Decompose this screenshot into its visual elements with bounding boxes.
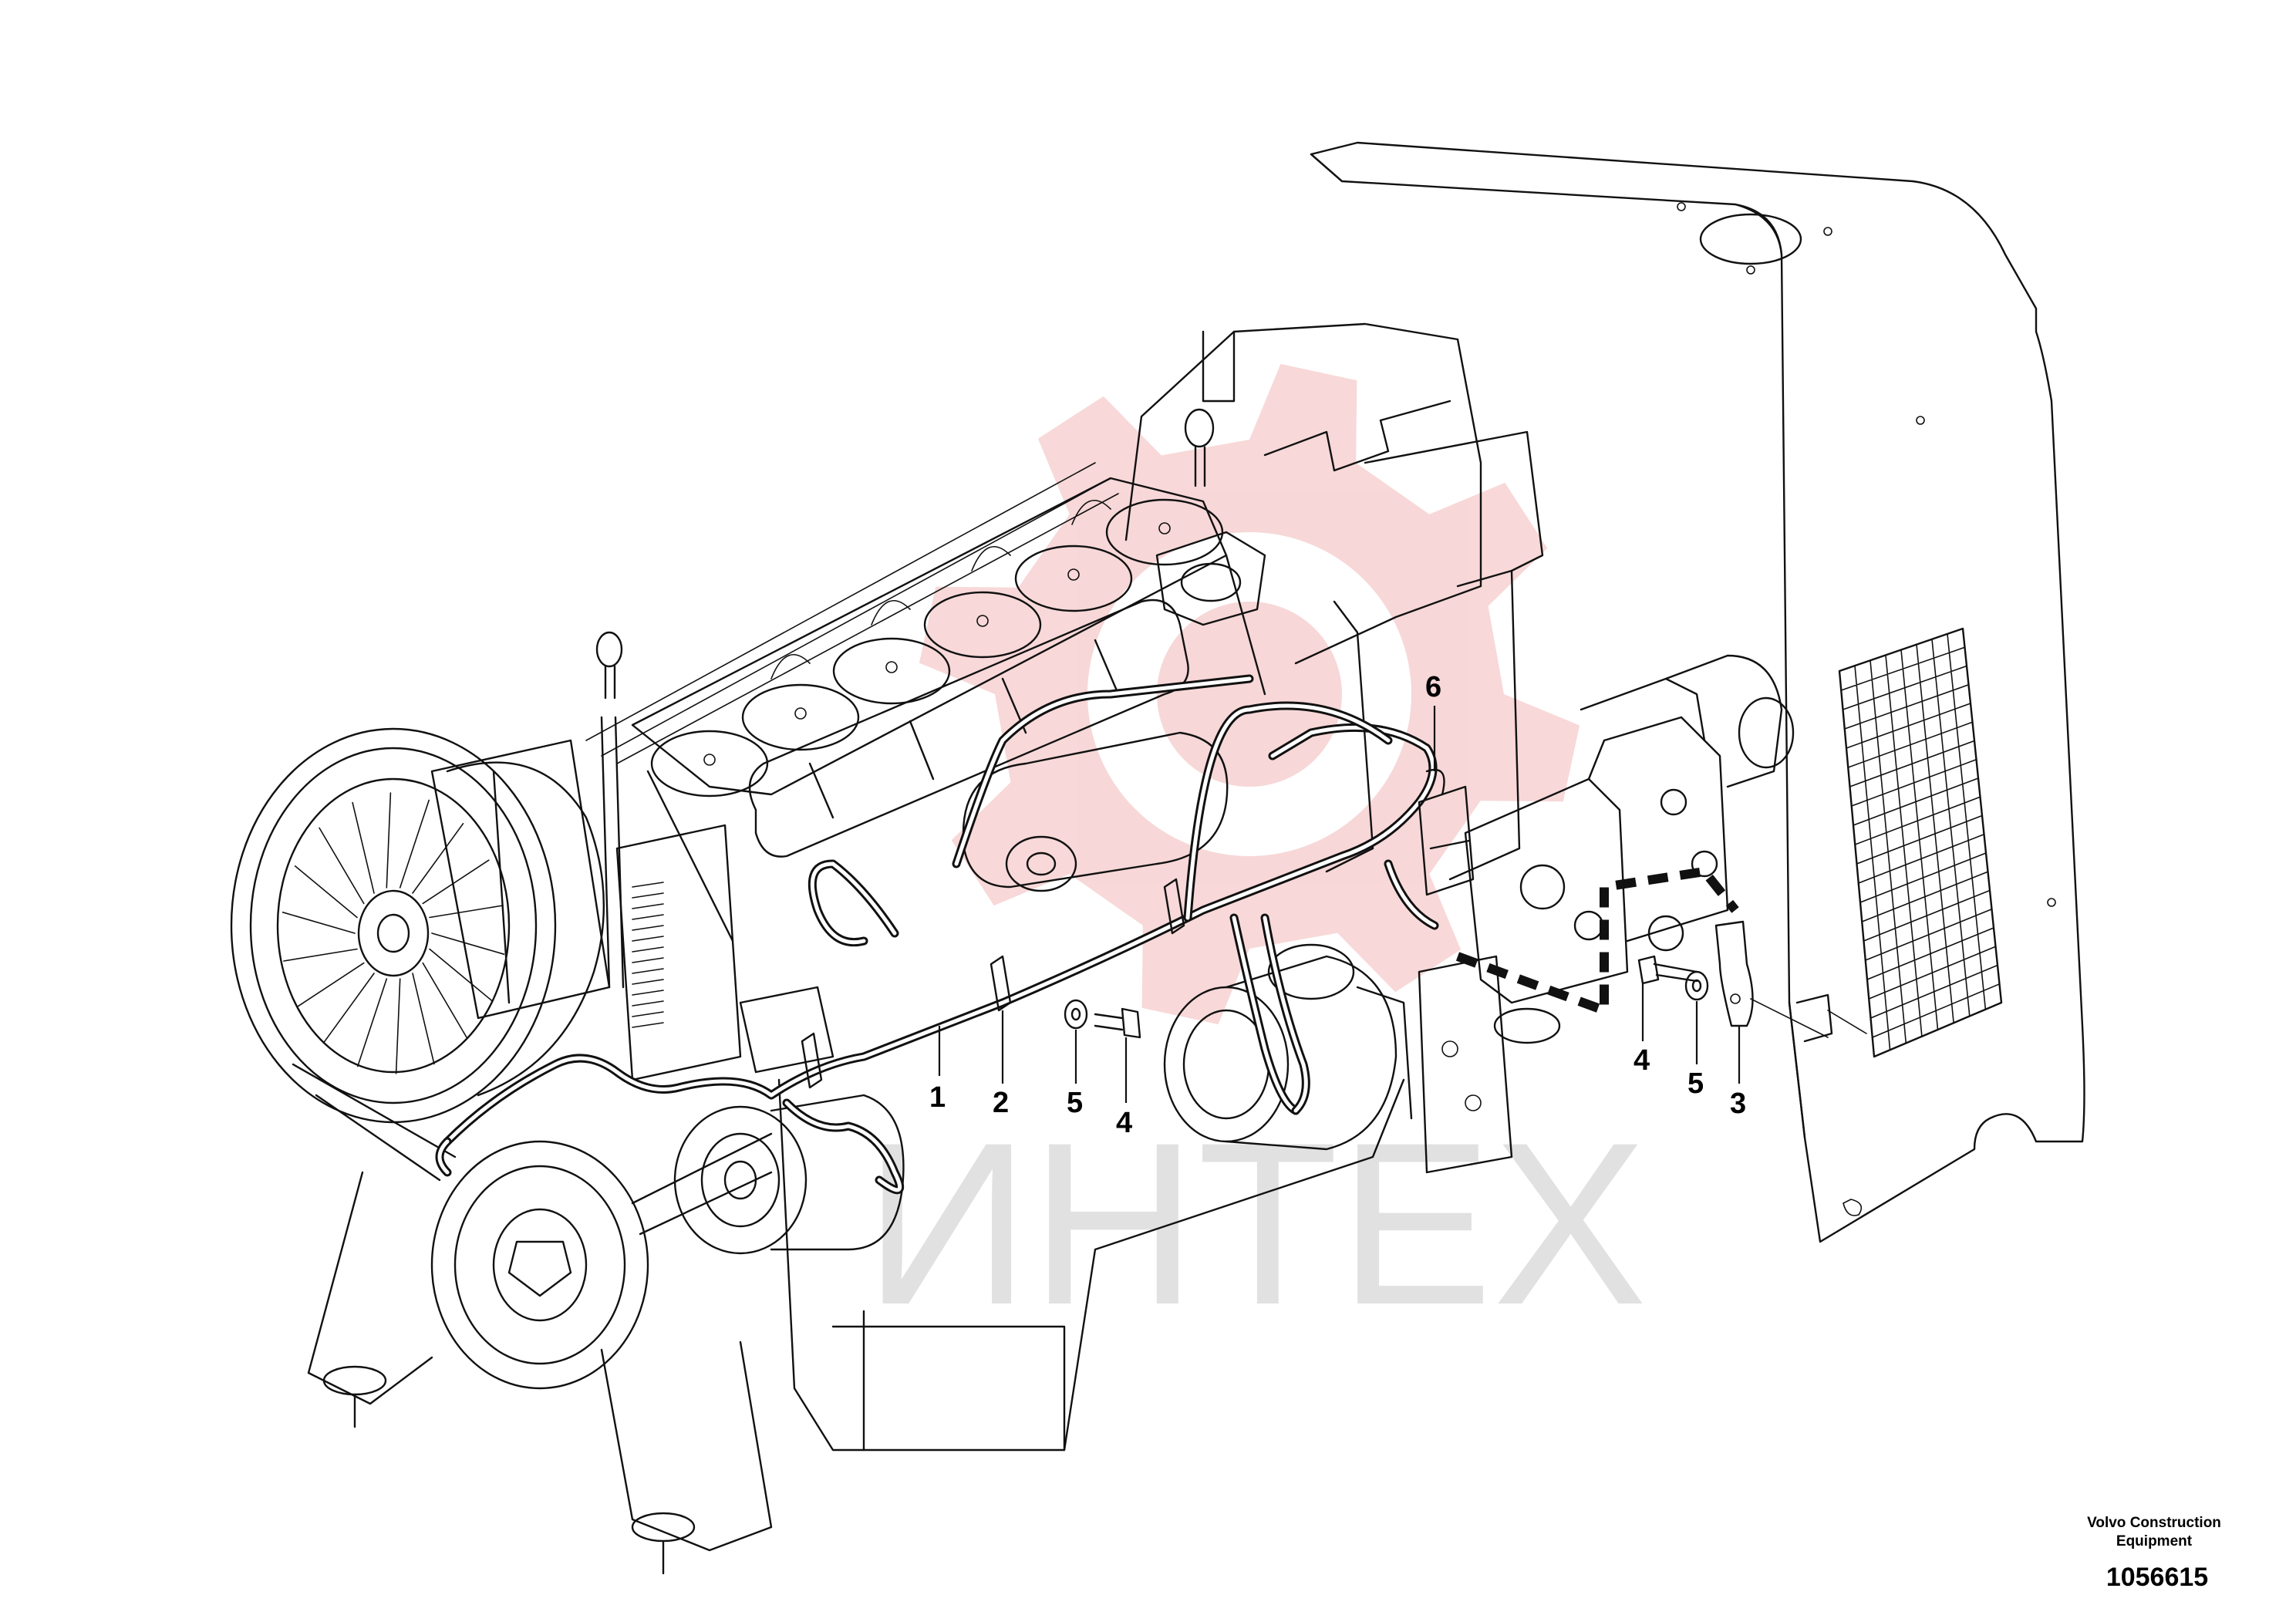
hood-opening bbox=[1699, 213, 1802, 265]
cylinder-cap bbox=[832, 637, 951, 705]
cylinder-cap bbox=[650, 730, 769, 798]
cylinder-cap-bolt bbox=[976, 615, 989, 627]
cylinder-cap bbox=[1014, 545, 1133, 612]
cable-clamp-mid bbox=[1163, 878, 1185, 935]
fan-blade bbox=[429, 905, 504, 919]
callout-leaders bbox=[938, 706, 1741, 1103]
company-line-1: Volvo Construction bbox=[2087, 1515, 2221, 1531]
engine-hood bbox=[1310, 141, 2085, 1243]
fan-blade bbox=[395, 978, 401, 1074]
hood-grille bbox=[1838, 627, 2003, 1058]
vent-slot bbox=[632, 1011, 664, 1017]
cylinder-cap-bolt bbox=[1158, 522, 1171, 534]
vent-slot bbox=[632, 925, 664, 931]
lifting-eye-rear bbox=[1184, 408, 1215, 487]
cylinder-cap-bolt bbox=[885, 661, 898, 673]
fan-assembly bbox=[230, 727, 905, 1575]
title-block-company: Volvo Construction Equipment bbox=[2054, 1514, 2254, 1551]
drawing-number: 1056615 bbox=[2106, 1563, 2209, 1592]
relay-box bbox=[1418, 768, 1475, 896]
vent-slot bbox=[632, 882, 664, 888]
cylinder-cap bbox=[923, 591, 1042, 659]
cable-clamp-front bbox=[801, 1032, 823, 1089]
screw-4-left bbox=[1094, 1007, 1141, 1039]
lifting-eye-front bbox=[595, 631, 623, 700]
cylinder-cap-bolt bbox=[794, 707, 807, 720]
callout-1: 1 bbox=[929, 1081, 946, 1114]
fan-blade bbox=[399, 799, 430, 889]
fan-blade bbox=[422, 859, 490, 905]
fan-blade bbox=[297, 962, 365, 1007]
callout-6: 6 bbox=[1425, 671, 1441, 703]
callout-5-right: 5 bbox=[1687, 1067, 1704, 1100]
fan-blade bbox=[386, 792, 392, 889]
cylinder-caps bbox=[650, 498, 1224, 798]
screw-4-right bbox=[1637, 955, 1698, 985]
callouts: 1 2 5 4 6 4 5 3 bbox=[929, 671, 1746, 1139]
fan-blade bbox=[319, 827, 365, 905]
fan-blade bbox=[282, 912, 356, 934]
fan-blades bbox=[282, 792, 505, 1074]
callout-4-left: 4 bbox=[1116, 1107, 1132, 1139]
fan-blade bbox=[422, 962, 468, 1040]
callout-5-left: 5 bbox=[1067, 1087, 1083, 1119]
cylinder-cap bbox=[741, 683, 860, 751]
vent-slot bbox=[632, 1000, 664, 1007]
callout-4-right: 4 bbox=[1633, 1044, 1650, 1077]
callout-3: 3 bbox=[1730, 1088, 1746, 1120]
washer-5-left bbox=[1064, 999, 1088, 1030]
cylinder-cap-bolt bbox=[703, 754, 716, 766]
crank-pulley bbox=[430, 1140, 649, 1390]
fan-blade bbox=[294, 865, 358, 919]
fan-blade bbox=[283, 948, 358, 962]
cylinder-cap-bolt bbox=[1067, 568, 1080, 581]
vent-slot bbox=[632, 968, 664, 974]
vent-slot bbox=[632, 903, 664, 909]
vent-slot bbox=[632, 914, 664, 920]
vent-slot bbox=[632, 1022, 664, 1028]
vent-slot bbox=[632, 990, 664, 996]
cable-clamp-2 bbox=[990, 955, 1012, 1012]
watermark: ИНТЕХ bbox=[864, 363, 1647, 1353]
fan-blade bbox=[412, 823, 464, 894]
crankcase-vents bbox=[632, 882, 664, 1028]
fan-blade bbox=[431, 932, 505, 955]
vent-slot bbox=[632, 892, 664, 899]
bracket-3 bbox=[1714, 920, 1754, 1027]
cylinder-cap bbox=[1105, 498, 1224, 566]
company-line-2: Equipment bbox=[2116, 1533, 2193, 1549]
vent-slot bbox=[632, 946, 664, 953]
fan-blade bbox=[412, 973, 435, 1065]
vent-slot bbox=[632, 979, 664, 985]
watermark-text: ИНТЕХ bbox=[864, 1094, 1647, 1353]
vent-slot bbox=[632, 936, 664, 942]
fan-blade bbox=[356, 978, 388, 1067]
fan-blade bbox=[322, 973, 375, 1044]
detail-boundary bbox=[1455, 866, 1739, 1017]
wiring-harness bbox=[435, 674, 1475, 1195]
washer-5-right bbox=[1684, 970, 1709, 1001]
vent-slot bbox=[632, 957, 664, 963]
fan-blade bbox=[429, 948, 493, 1001]
callout-2: 2 bbox=[993, 1087, 1009, 1119]
fan-blade bbox=[352, 801, 375, 894]
engine-block bbox=[430, 322, 1544, 1452]
